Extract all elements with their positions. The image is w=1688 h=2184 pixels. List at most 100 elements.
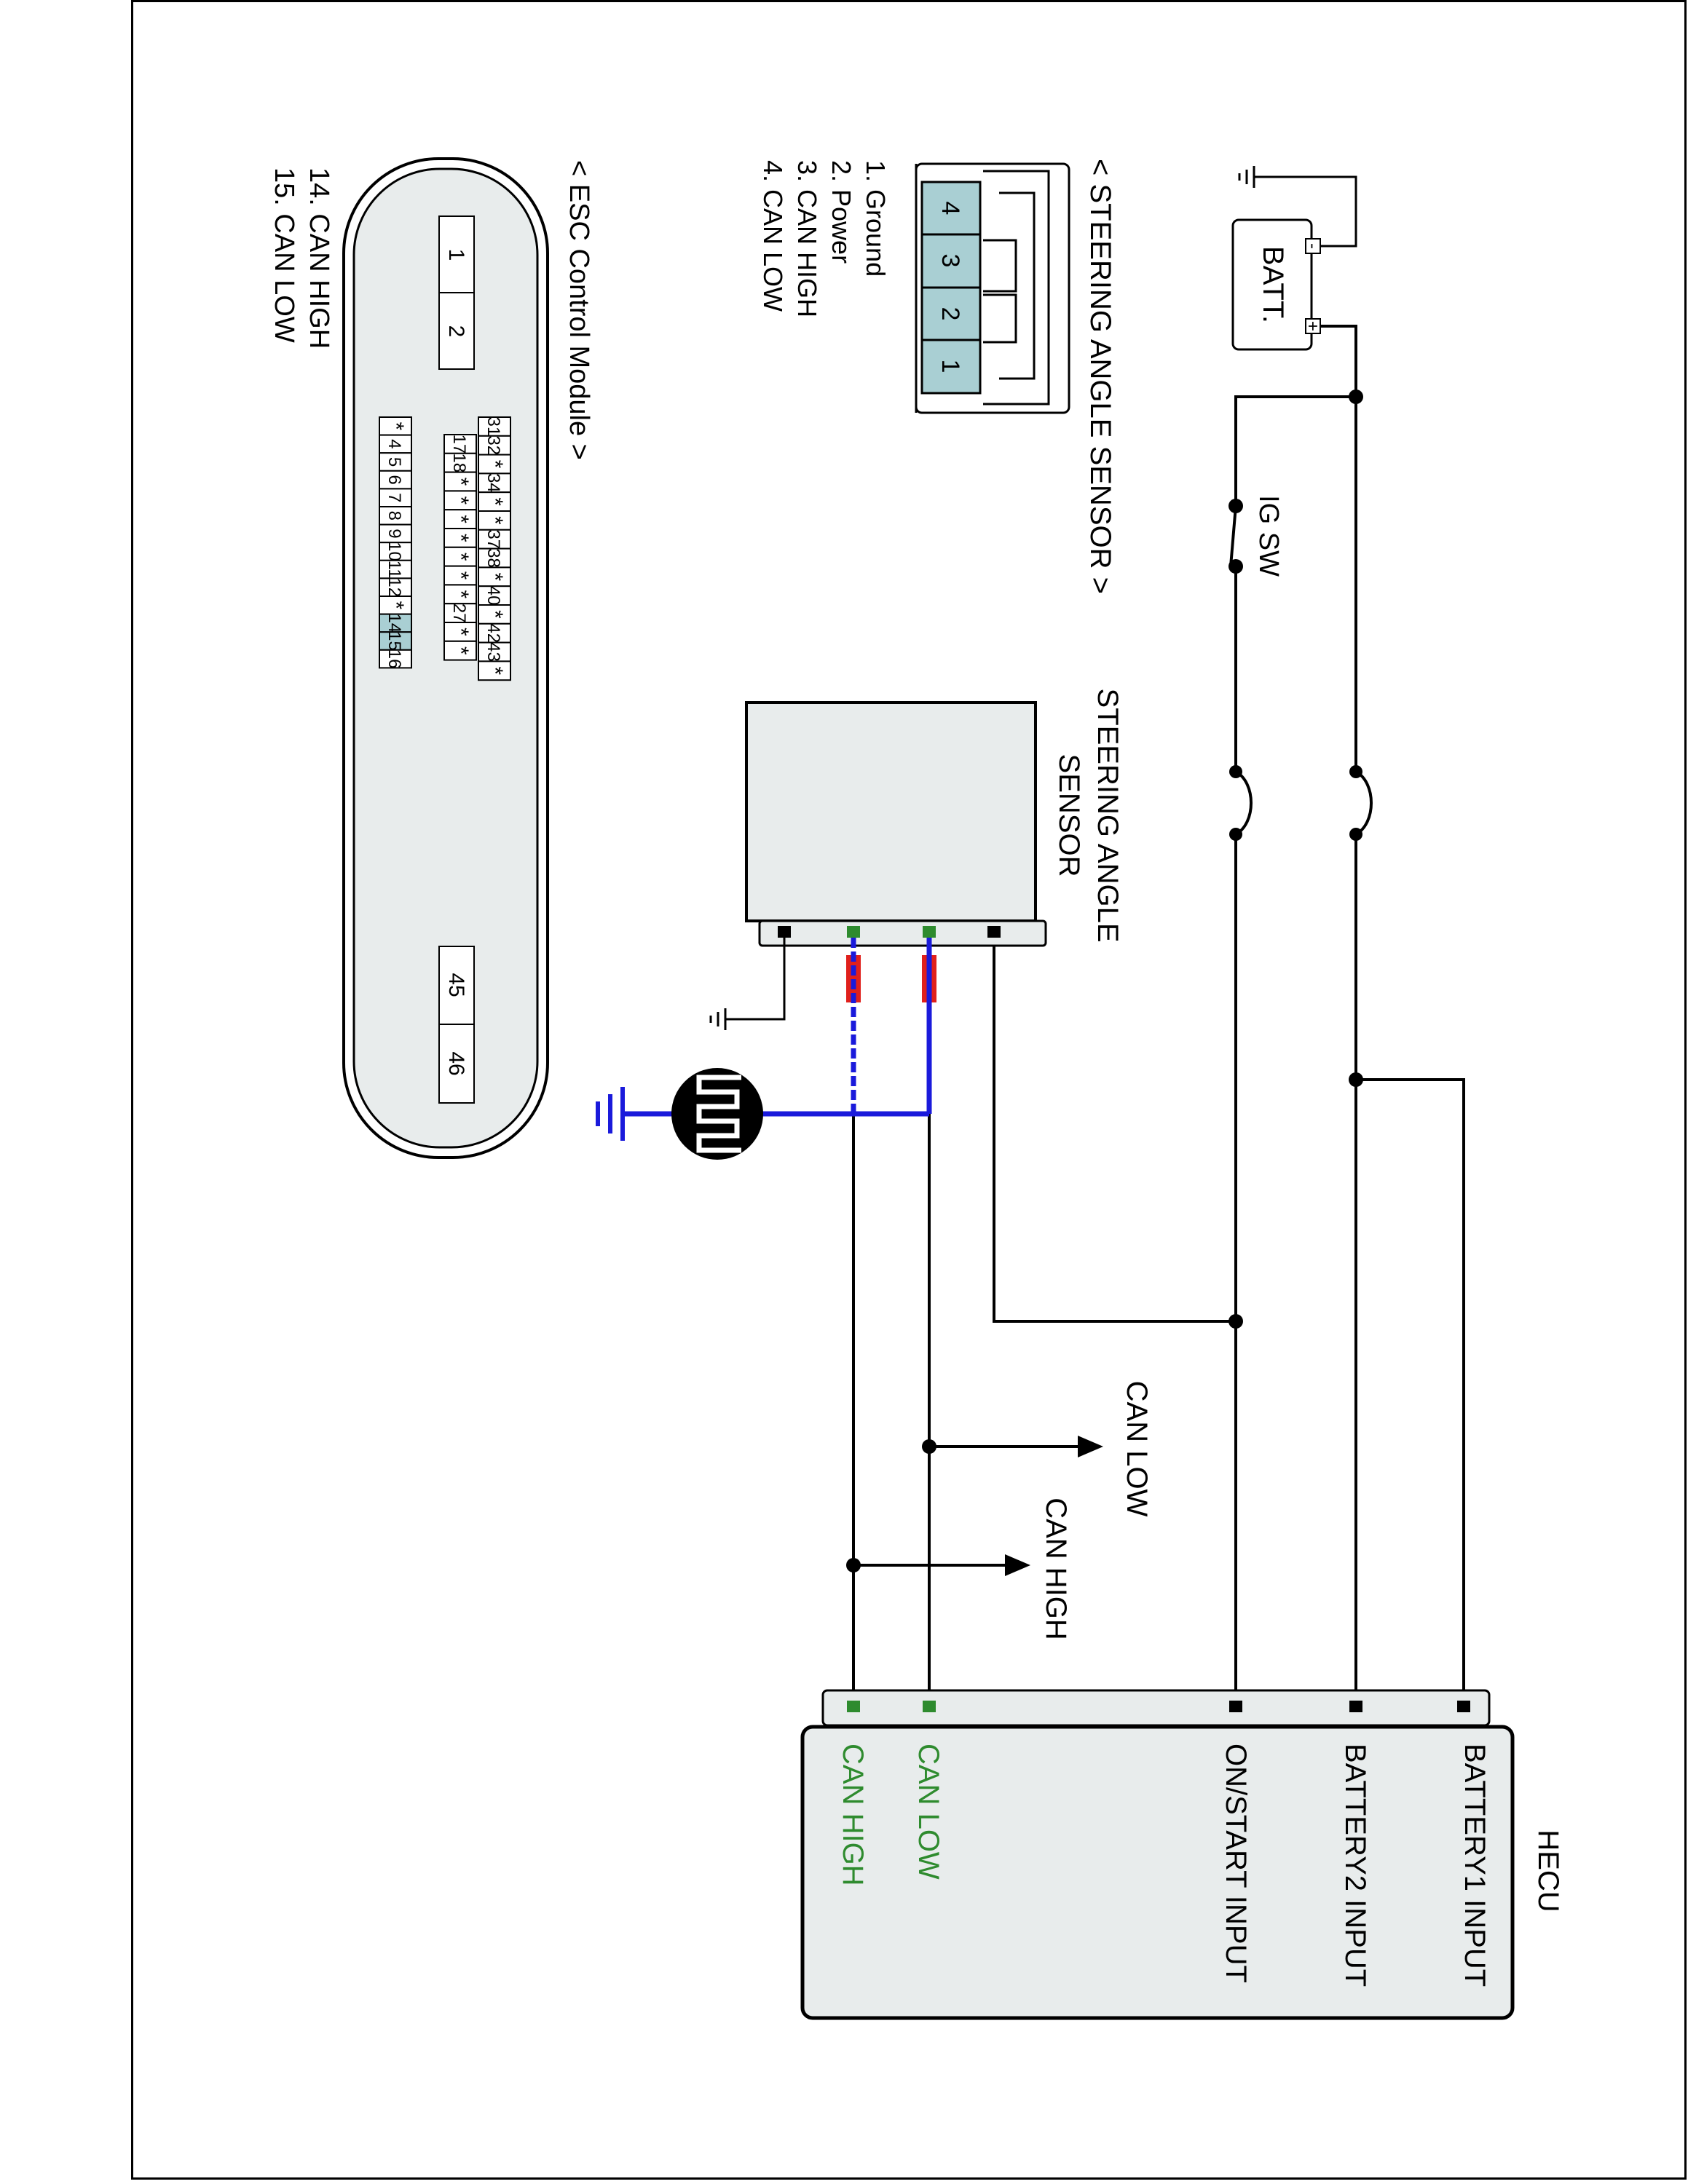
esc-pin-label: *	[449, 571, 473, 580]
esc-pin-label: *	[449, 628, 473, 636]
sensor-ground-icon	[709, 938, 786, 1030]
esc-pin-label: 7	[384, 493, 404, 502]
esc-pin-cell	[379, 452, 412, 472]
fuse-ig	[1229, 765, 1253, 841]
esc-pin-label: 11	[384, 561, 404, 579]
esc-pin-label: 6	[384, 475, 404, 484]
can-high-sleeve	[846, 955, 861, 1002]
ig-switch: IG SW	[1228, 495, 1284, 577]
esc-legend-14: 14. CAN HIGH	[304, 167, 334, 349]
esc-pin-cell	[443, 528, 477, 548]
sas-legend-2: 2. Power	[827, 160, 856, 264]
esc-pin-cell	[443, 584, 477, 605]
hecu-can-high: CAN HIGH	[837, 1744, 869, 1886]
sas-pin-3: 3	[936, 254, 964, 268]
can-high-wire	[846, 938, 1030, 1704]
hecu-on-start-input: ON/START INPUT	[1220, 1744, 1252, 1983]
esc-pin-cell	[443, 452, 477, 473]
hecu-can-low: CAN LOW	[912, 1744, 944, 1880]
esc-pin-label: 16	[384, 649, 404, 669]
battery-label: BATT.	[1257, 246, 1289, 323]
esc-pin-label: 40	[484, 586, 503, 606]
esc-pin-cell	[478, 547, 511, 569]
sas-connector: < STEERING ANGLE SENSOR > 4 3 2 1 1. Gro…	[758, 159, 1116, 594]
esc-pin-label: *	[483, 572, 507, 581]
esc-pin-label: *	[449, 534, 473, 542]
esc-pin-label: *	[384, 422, 408, 430]
esc-pin-cell	[379, 649, 412, 669]
esc-pin-cell	[478, 660, 511, 681]
esc-pin-cell	[478, 416, 511, 437]
esc-pin-cell	[478, 491, 511, 513]
ig-switch-label: IG SW	[1253, 495, 1284, 577]
battery: BATT. - +	[1231, 218, 1322, 351]
esc-pin-label: *	[449, 515, 473, 523]
esc-pin-label: 10	[384, 542, 404, 561]
esc-pin-2: 2	[444, 325, 468, 338]
esc-pin-cell	[443, 603, 477, 624]
esc-pin-label: 4	[384, 439, 404, 448]
esc-pin-cell	[443, 565, 477, 586]
esc-pin-cell	[478, 529, 511, 550]
hecu-battery2-input: BATTERY2 INPUT	[1339, 1744, 1371, 1987]
esc-pin-cell	[379, 488, 412, 508]
esc-pin-cell	[478, 454, 511, 475]
esc-pin-label: 5	[384, 457, 404, 467]
esc-pin-label: *	[483, 497, 507, 506]
esc-pin-label: 34	[484, 473, 503, 493]
sas-pin-1: 1	[936, 360, 964, 373]
esc-pin-cell	[478, 472, 511, 494]
esc-pin-label: 38	[484, 548, 503, 568]
esc-pin-label: *	[483, 516, 507, 525]
esc-pin-cell	[443, 640, 477, 661]
esc-pin-cell	[379, 613, 412, 633]
esc-pin-label: *	[449, 646, 473, 655]
esc-pin-cell	[379, 559, 412, 579]
can-low-arrow-label: CAN LOW	[1121, 1381, 1153, 1517]
esc-pin-cell	[379, 631, 412, 651]
esc-pin-label: 37	[484, 529, 503, 549]
esc-pin-label: 31	[484, 417, 503, 437]
esc-legend-15: 15. CAN LOW	[269, 167, 299, 343]
hecu-title: HECU	[1532, 1829, 1564, 1912]
esc-pin-label: *	[483, 610, 507, 619]
esc-pin-cell	[478, 604, 511, 625]
battery-minus-symbol: -	[1303, 243, 1322, 249]
battery-plus-symbol: +	[1303, 321, 1322, 331]
esc-pin-cell	[379, 434, 412, 454]
esc-pin-cell	[379, 506, 412, 526]
sas-legend-3: 3. CAN HIGH	[792, 160, 822, 317]
esc-module-title: < ESC Control Module >	[564, 160, 594, 460]
esc-pin-cell	[478, 585, 511, 606]
esc-pin-label: *	[483, 666, 507, 675]
can-high-arrow-label: CAN HIGH	[1040, 1497, 1072, 1640]
page-border	[131, 0, 1687, 2180]
esc-pin-label: *	[449, 496, 473, 505]
esc-pin-label: 43	[484, 642, 503, 662]
esc-pin-label: 18	[449, 453, 469, 472]
esc-pin-label: 9	[384, 529, 404, 538]
esc-pin-label: 32	[484, 435, 503, 455]
sas-legend-4: 4. CAN LOW	[758, 160, 788, 312]
esc-pin-label: 8	[384, 511, 404, 521]
sas-pin-4: 4	[936, 202, 964, 215]
esc-pin-cell	[443, 490, 477, 511]
esc-pin-label: *	[483, 460, 507, 469]
esc-pin-label: *	[384, 601, 408, 609]
steering-sensor-label-2: SENSOR	[1053, 754, 1085, 877]
steering-angle-sensor: STEERING ANGLE SENSOR	[745, 689, 1124, 947]
hecu: HECU BATTERY1 INPUT BATTERY2 INPUT ON/ST…	[800, 1689, 1564, 2020]
esc-pin-label: *	[449, 553, 473, 561]
fuse-battery2	[1349, 765, 1373, 841]
hecu-battery1-input: BATTERY1 INPUT	[1459, 1744, 1491, 1987]
esc-pin-label: 42	[484, 623, 503, 643]
esc-pin-45: 45	[444, 973, 468, 997]
esc-pin-label: 27	[449, 604, 469, 623]
twisted-pair-icon	[671, 1068, 763, 1160]
esc-pin-1: 1	[444, 249, 468, 261]
